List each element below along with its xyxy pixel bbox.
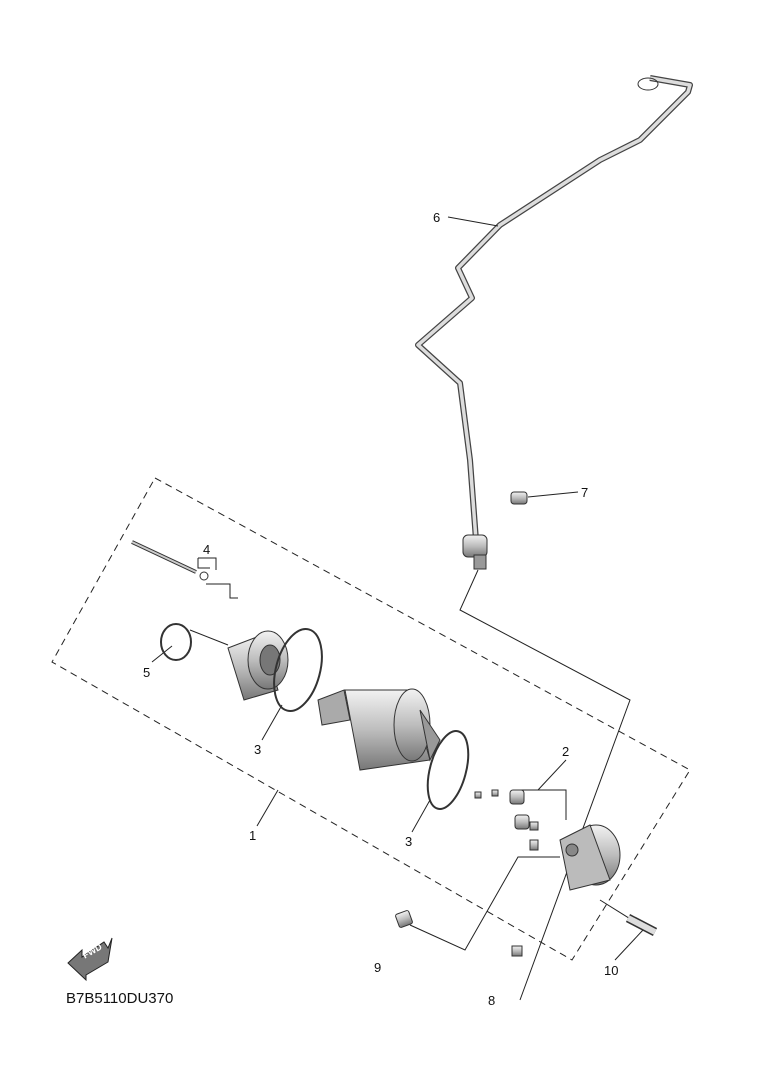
nut-7 xyxy=(510,491,528,505)
starter-motor xyxy=(317,688,441,771)
callout-3b: 3 xyxy=(405,834,413,849)
assembly-boundary xyxy=(51,477,691,961)
rear-cover xyxy=(559,824,621,891)
brush-set xyxy=(474,789,539,851)
bolt-10 xyxy=(625,914,658,936)
callout-8: 8 xyxy=(488,993,496,1008)
callout-5: 5 xyxy=(143,665,151,680)
washer-8 xyxy=(511,945,523,957)
callout-10: 10 xyxy=(604,963,619,978)
callout-1: 1 xyxy=(249,828,257,843)
fwd-arrow-icon xyxy=(67,937,113,982)
callout-4: 4 xyxy=(203,542,211,557)
front-cover xyxy=(227,630,289,701)
long-bolt xyxy=(131,540,209,581)
callout-3a: 3 xyxy=(254,742,262,757)
o-ring-3a xyxy=(273,628,323,712)
bolt-9 xyxy=(395,910,413,928)
callout-7: 7 xyxy=(581,485,589,500)
o-ring-5 xyxy=(160,623,192,661)
diagram-code: B7B5110DU370 xyxy=(66,990,174,1007)
callout-2: 2 xyxy=(562,744,570,759)
callout-6: 6 xyxy=(433,210,441,225)
o-ring-3b xyxy=(426,730,470,810)
callout-9: 9 xyxy=(374,960,382,975)
starter-cable xyxy=(415,75,693,570)
